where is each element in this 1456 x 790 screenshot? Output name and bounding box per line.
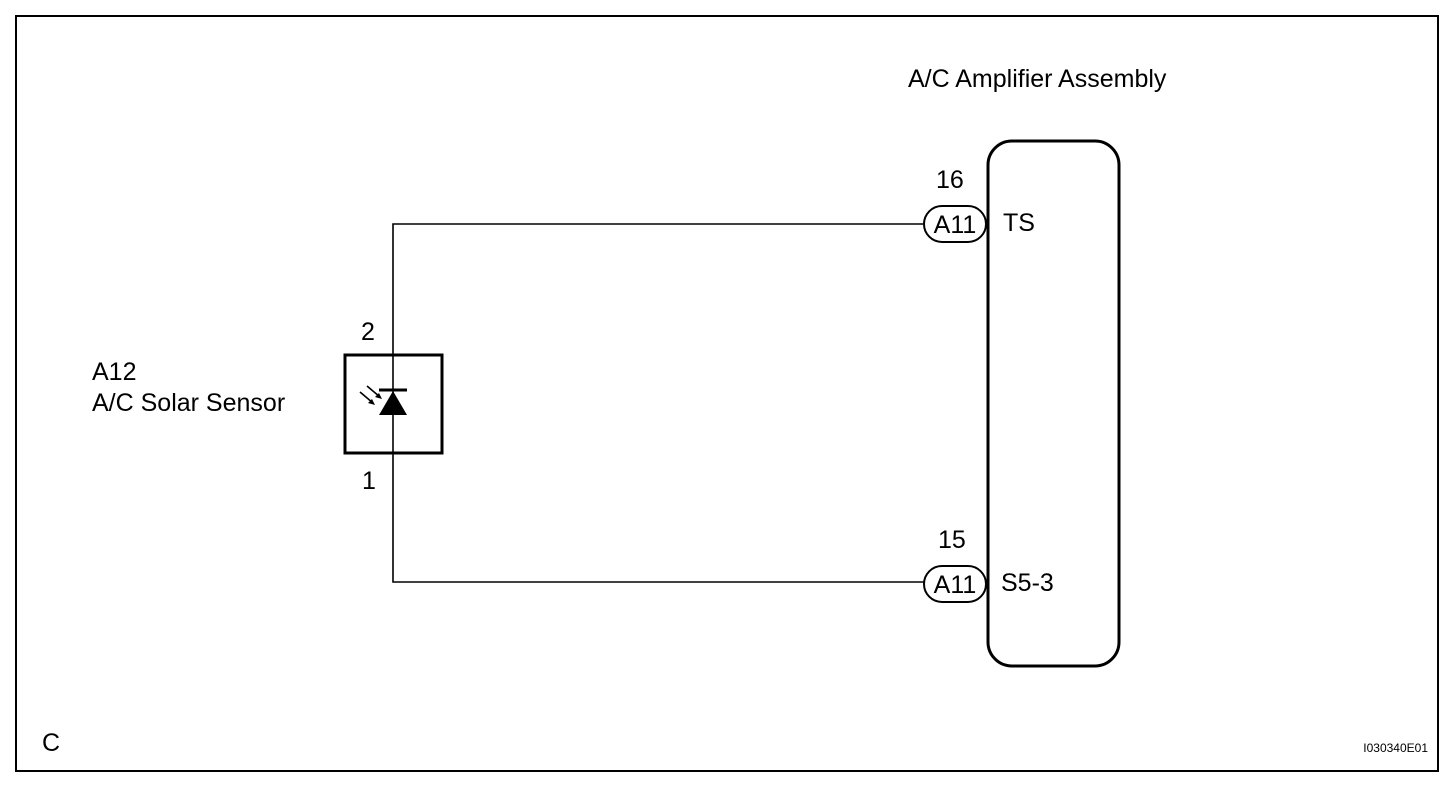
pin-16-number: 16: [936, 166, 964, 194]
amplifier-body: [986, 139, 1121, 668]
sensor-pin-1: 1: [362, 467, 376, 495]
solar-sensor-box: [343, 353, 444, 455]
diagram-frame: [15, 15, 1439, 772]
wire-s5-3: [392, 453, 924, 583]
sensor-name: A/C Solar Sensor: [92, 389, 285, 417]
pin-15-number: 15: [938, 526, 966, 554]
sensor-code: A12: [92, 358, 136, 386]
figure-id: I030340E01: [1363, 741, 1428, 755]
terminal-ts-label: TS: [1003, 209, 1035, 237]
wire-ts: [392, 223, 924, 355]
sensor-pin-2: 2: [361, 318, 375, 346]
terminal-s5-3-label: S5-3: [1001, 569, 1054, 597]
connector-a11-top-label: A11: [934, 211, 977, 239]
connector-a11-bottom: [923, 565, 987, 603]
amplifier-title: A/C Amplifier Assembly: [908, 65, 1167, 93]
photodiode-icon: [359, 385, 407, 415]
connector-a11-bottom-label: A11: [934, 571, 977, 599]
connector-a11-top: [923, 205, 987, 243]
corner-letter: C: [42, 729, 60, 757]
